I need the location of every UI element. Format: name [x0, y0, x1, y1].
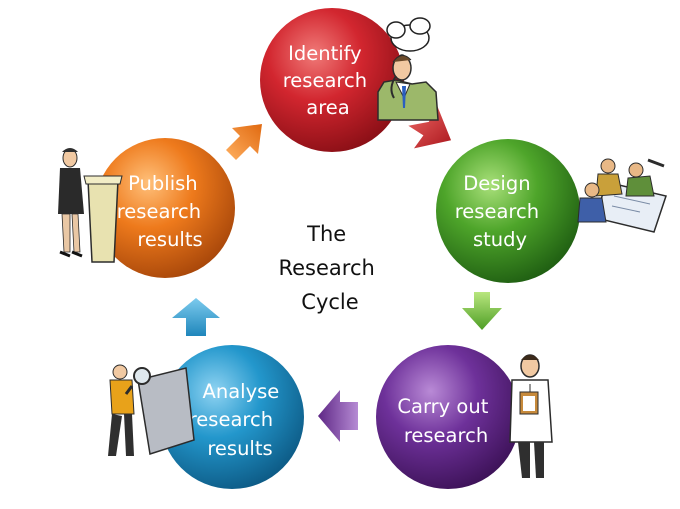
planning-team-icon — [577, 158, 667, 233]
arrow-publish-to-identify — [226, 124, 262, 160]
stage-design-circle — [436, 139, 580, 283]
stage-identify-label: Identify research area — [283, 42, 374, 119]
speaker-at-podium-icon — [58, 148, 123, 263]
stage-publish: Publish research results — [95, 138, 235, 278]
arrow-analyse-to-publish — [172, 298, 220, 336]
arrow-design-to-carry-out — [462, 292, 502, 330]
stage-identify-circle — [260, 8, 404, 152]
stage-analyse-label: Analyse research results — [189, 380, 286, 460]
analyst-with-magnifier-icon — [108, 364, 195, 456]
stage-publish-circle — [95, 138, 235, 278]
stage-identify: Identify research area — [260, 8, 404, 152]
stage-design: Design research study — [436, 139, 580, 283]
stage-carry-out-label: Carry out research — [397, 395, 494, 447]
scientist-clipboard-icon — [509, 354, 553, 478]
stage-publish-label: Publish research results — [117, 172, 208, 251]
arrow-carry-out-to-analyse — [318, 390, 358, 442]
stage-design-label: Design research study — [455, 172, 546, 251]
stage-analyse: Analyse research results — [160, 345, 304, 489]
center-title: The Research Cycle — [278, 222, 381, 314]
thinking-man-icon — [377, 17, 439, 121]
stage-carry-out-circle — [376, 345, 520, 489]
stage-carry-out: Carry out research — [376, 345, 520, 489]
stage-analyse-circle — [160, 345, 304, 489]
arrow-identify-to-design — [408, 104, 452, 149]
